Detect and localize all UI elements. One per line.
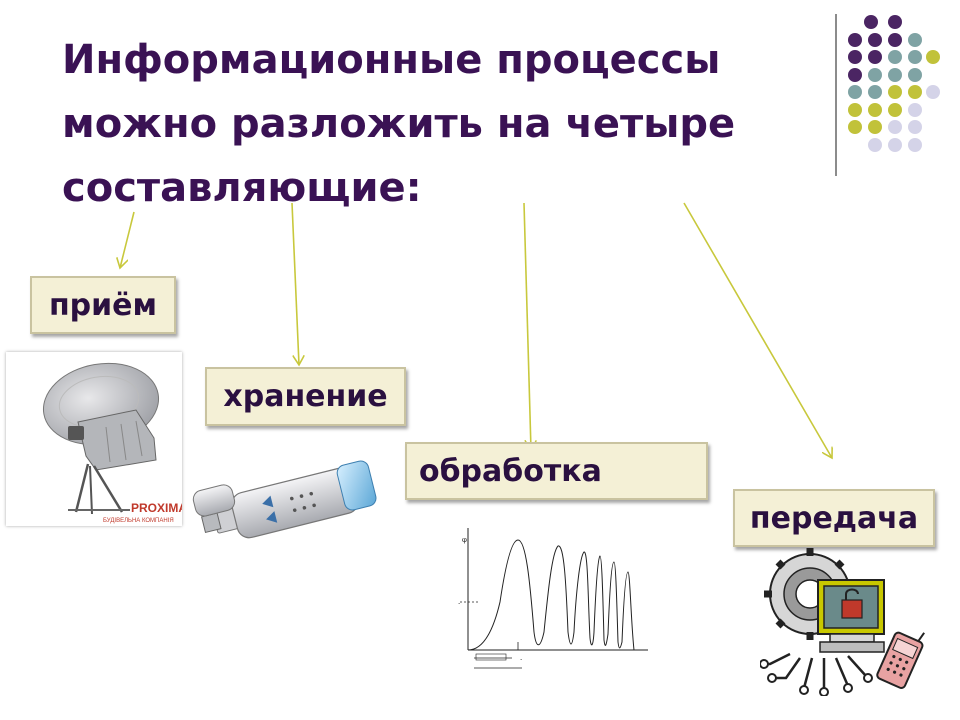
usb-flash-drive-image bbox=[192, 440, 380, 544]
network-computer-image bbox=[759, 546, 928, 697]
label-peredacha: передача bbox=[733, 489, 935, 547]
dish-logo-text: PROXIMA bbox=[131, 501, 182, 515]
label-obrabotka: обработка bbox=[405, 442, 708, 500]
arrow-to-peredacha bbox=[683, 202, 832, 458]
dish-tagline-text: БУДІВЕЛЬНА КОМПАНІЯ bbox=[103, 518, 174, 524]
signal-graph-image: φ · · bbox=[448, 522, 654, 674]
arrow-to-priem bbox=[120, 211, 135, 268]
svg-text:·: · bbox=[458, 600, 460, 608]
network-computer-icon bbox=[759, 548, 925, 697]
usb-drive-icon bbox=[192, 460, 377, 539]
slide-title: Информационные процессы можно разложить … bbox=[62, 28, 802, 220]
divider-line bbox=[835, 14, 837, 176]
arrow-to-obrabotka bbox=[523, 202, 531, 450]
svg-text:φ: φ bbox=[462, 536, 467, 544]
arrow-to-hranenie bbox=[291, 202, 299, 365]
title-line-2: можно разложить на четыре bbox=[62, 101, 736, 147]
label-priem: приём bbox=[30, 276, 176, 334]
satellite-dish-image: PROXIMA БУДІВЕЛЬНА КОМПАНІЯ bbox=[6, 352, 187, 526]
svg-text:·: · bbox=[520, 656, 522, 664]
signal-graph-icon: φ · · bbox=[458, 528, 648, 669]
title-line-1: Информационные процессы bbox=[62, 37, 721, 83]
satellite-dish-icon: PROXIMA БУДІВЕЛЬНА КОМПАНІЯ bbox=[42, 362, 187, 524]
title-line-3: составляющие: bbox=[62, 165, 422, 211]
decorative-dot-grid bbox=[848, 15, 940, 152]
label-hranenie: хранение bbox=[205, 367, 406, 426]
